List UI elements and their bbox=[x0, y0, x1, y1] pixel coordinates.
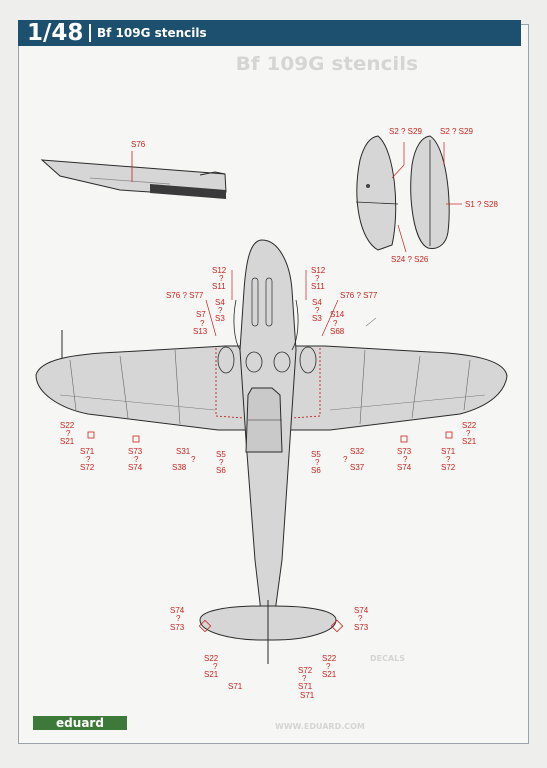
callout-mid-right-7: S5 bbox=[311, 450, 321, 459]
fuselage-side-view bbox=[40, 151, 227, 199]
header-divider bbox=[89, 24, 91, 42]
callout-nose-left-3: S11 bbox=[212, 282, 226, 291]
callout-tip-right-6: S72 bbox=[441, 463, 456, 472]
show-through-title: Bf 109G stencils bbox=[235, 53, 418, 75]
callout-mid-right-6: S37 bbox=[350, 463, 365, 472]
callout-tail-center-2: ? bbox=[302, 674, 307, 683]
callout-root-right-7: S68 bbox=[330, 327, 345, 336]
callout-tank-right-top: S2 ? S29 bbox=[440, 127, 473, 136]
callout-root-left-4: S7 bbox=[196, 310, 206, 319]
airframe-top-view bbox=[35, 239, 508, 664]
callout-tip-right-3: S21 bbox=[462, 437, 477, 446]
callout-mid-left-1: S73 bbox=[128, 447, 143, 456]
callout-tail-center-1: S72 bbox=[298, 666, 313, 675]
callout-mid-right-2: ? bbox=[403, 455, 408, 464]
callout-tip-left-5: ? bbox=[86, 455, 91, 464]
callout-tail-left-1: S74 bbox=[170, 606, 185, 615]
callout-mid-left-5: ? bbox=[191, 455, 196, 464]
callout-mid-right-3: S74 bbox=[397, 463, 412, 472]
callout-tip-left-6: S72 bbox=[80, 463, 95, 472]
callout-tank-left-top: S2 ? S29 bbox=[389, 127, 422, 136]
callout-root-left-6: ? bbox=[200, 319, 205, 328]
callout-tank-bottom: S24 ? S26 bbox=[391, 255, 429, 264]
callout-tip-right-2: ? bbox=[466, 429, 471, 438]
callout-root-right-1: S76 ? S77 bbox=[340, 291, 378, 300]
callout-mid-left-8: ? bbox=[219, 458, 224, 467]
callout-s76-side: S76 bbox=[131, 140, 146, 149]
callout-root-left-1: S76 ? S77 bbox=[166, 291, 204, 300]
callout-root-left-3: ? bbox=[218, 306, 223, 315]
callout-root-right-3: ? bbox=[315, 306, 320, 315]
callout-root-right-2: S4 bbox=[312, 298, 322, 307]
callout-mid-right-4: S32 bbox=[350, 447, 365, 456]
callout-tip-left-3: S21 bbox=[60, 437, 75, 446]
callout-tail-left-2: ? bbox=[176, 614, 181, 623]
callout-tail-right-5: ? bbox=[326, 662, 331, 671]
callout-tail-left-5: ? bbox=[213, 662, 218, 671]
callout-mid-left-4: S31 bbox=[176, 447, 191, 456]
show-through-url: WWW.EDUARD.COM bbox=[275, 722, 365, 731]
callout-mid-right-5: ? bbox=[343, 455, 348, 464]
page-title: Bf 109G stencils bbox=[97, 26, 207, 40]
callout-tail-right-2: ? bbox=[358, 614, 363, 623]
callout-mid-left-3: S74 bbox=[128, 463, 143, 472]
callout-tip-left-1: S22 bbox=[60, 421, 75, 430]
callout-tail-left-4: S22 bbox=[204, 654, 219, 663]
callout-nose-left-1: S12 bbox=[212, 266, 227, 275]
eduard-logo: eduard bbox=[33, 716, 127, 730]
callout-tail-right-3: S73 bbox=[354, 623, 369, 632]
callout-tail-left-6: S21 bbox=[204, 670, 219, 679]
callout-root-right-4: S3 bbox=[312, 314, 322, 323]
scale-label: 1/48 bbox=[27, 20, 84, 46]
callout-tip-right-1: S22 bbox=[462, 421, 477, 430]
callout-mid-left-7: S5 bbox=[216, 450, 226, 459]
callout-tail-right-1: S74 bbox=[354, 606, 369, 615]
callout-tip-left-4: S71 bbox=[80, 447, 95, 456]
callout-tail-left-3: S73 bbox=[170, 623, 185, 632]
callout-tip-right-4: S71 bbox=[441, 447, 456, 456]
callout-tail-right-6: S21 bbox=[322, 670, 337, 679]
callout-mid-right-1: S73 bbox=[397, 447, 412, 456]
header-bar bbox=[18, 20, 521, 46]
show-through-text: DECALS bbox=[370, 654, 406, 663]
callout-mid-left-6: S38 bbox=[172, 463, 187, 472]
callout-mid-left-9: S6 bbox=[216, 466, 226, 475]
callout-nose-left-2: ? bbox=[219, 274, 224, 283]
callout-tail-right-4: S22 bbox=[322, 654, 337, 663]
callout-tip-left-2: ? bbox=[66, 429, 71, 438]
drop-tank-views bbox=[355, 135, 462, 253]
callout-nose-right-1: S12 bbox=[311, 266, 326, 275]
callout-nose-right-2: ? bbox=[315, 274, 320, 283]
callout-root-left-2: S4 bbox=[215, 298, 225, 307]
callout-root-right-5: S14 bbox=[330, 310, 345, 319]
callout-tail-right-7: S71 bbox=[298, 682, 313, 691]
callout-mid-right-9: S6 bbox=[311, 466, 321, 475]
callout-mid-right-8: ? bbox=[315, 458, 320, 467]
callout-tail-left-7: S71 bbox=[228, 682, 243, 691]
callout-nose-right-3: S11 bbox=[311, 282, 325, 291]
callout-tank-right-side: S1 ? S28 bbox=[465, 200, 498, 209]
callout-root-right-6: ? bbox=[333, 319, 338, 328]
callout-tip-right-5: ? bbox=[446, 455, 451, 464]
callout-tail-center-3: S71 bbox=[300, 691, 315, 700]
callout-mid-left-2: ? bbox=[134, 455, 139, 464]
callout-root-left-7: S13 bbox=[193, 327, 208, 336]
callout-root-left-5: S3 bbox=[215, 314, 225, 323]
